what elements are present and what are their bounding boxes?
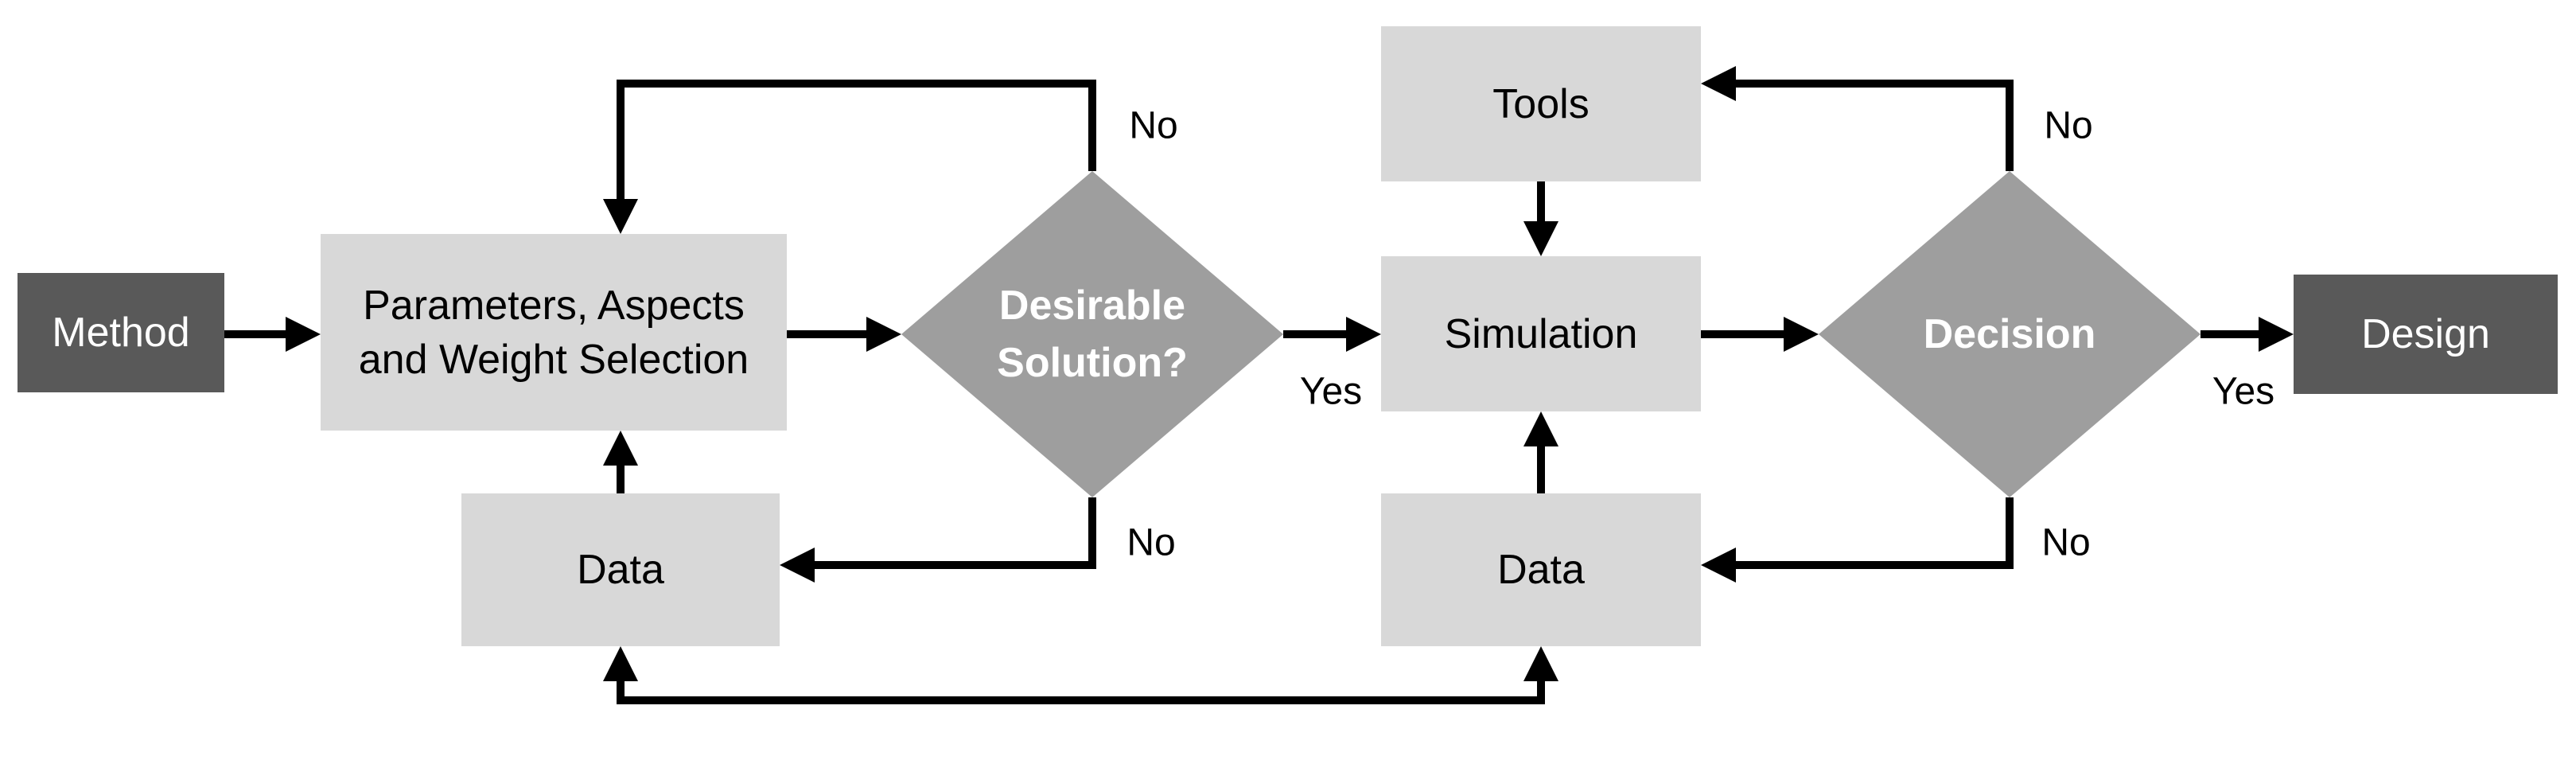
edge-bottom-connector-right-riser [1537, 678, 1545, 704]
edge-bottom-connector-line [617, 696, 1545, 704]
node-data-right-label: Data [1497, 547, 1585, 593]
edge-desirable-simulation-line [1283, 330, 1349, 338]
edge-decision-no-bottom-line [1736, 561, 2014, 569]
node-method: Method [18, 273, 224, 392]
node-desirable-label-line1: Desirable [998, 283, 1186, 329]
edge-desirable-no-bottom-arrowhead-icon [780, 548, 815, 583]
node-design: Design [2294, 275, 2558, 394]
edge-simulation-decision-arrowhead-icon [1784, 317, 1819, 352]
node-parameters-label-line2: and Weight Selection [358, 336, 749, 383]
edge-dataright-simulation-arrowhead-icon [1523, 411, 1558, 446]
label-desirable-yes: Yes [1299, 370, 1363, 413]
edge-desirable-no-top-riser [1088, 80, 1096, 171]
edge-parameters-desirable-line [787, 330, 870, 338]
node-tools: Tools [1381, 26, 1701, 181]
node-parameters: Parameters, Aspects and Weight Selection [321, 234, 787, 431]
node-parameters-label-line1: Parameters, Aspects [363, 282, 745, 329]
edge-desirable-no-bottom-drop [1088, 497, 1096, 569]
edge-desirable-no-top-drop [617, 80, 625, 202]
edge-dataleft-parameters-arrowhead-icon [603, 431, 638, 466]
edge-dataright-simulation-line [1537, 443, 1545, 493]
edge-decision-no-top-riser [2006, 80, 2014, 171]
node-tools-label: Tools [1492, 80, 1590, 127]
edge-bottom-connector-left-riser [617, 678, 625, 704]
edge-bottom-connector-left-arrowhead-icon [603, 646, 638, 681]
edge-parameters-desirable-arrowhead-icon [866, 317, 901, 352]
label-decision-yes: Yes [2212, 370, 2275, 413]
edge-desirable-no-top-line [617, 80, 1096, 88]
node-data-left: Data [461, 493, 780, 646]
edge-decision-design-line [2200, 330, 2262, 338]
label-desirable-no-bottom: No [1127, 521, 1176, 564]
node-method-label: Method [52, 310, 190, 356]
node-desirable-label-line2: Solution? [997, 340, 1188, 386]
edge-decision-no-top-arrowhead-icon [1701, 66, 1736, 101]
edge-method-parameters-line [224, 330, 289, 338]
node-data-left-label: Data [577, 547, 664, 593]
edge-desirable-no-bottom-line [815, 561, 1096, 569]
edge-tools-simulation-line [1537, 181, 1545, 224]
node-simulation-label: Simulation [1444, 310, 1638, 357]
edge-tools-simulation-arrowhead-icon [1523, 221, 1558, 256]
edge-dataleft-parameters-line [617, 462, 625, 493]
edge-decision-no-bottom-drop [2006, 497, 2014, 569]
label-desirable-no-top: No [1129, 104, 1178, 147]
edge-desirable-simulation-arrowhead-icon [1346, 317, 1381, 352]
edge-desirable-no-top-arrowhead-icon [603, 199, 638, 234]
node-data-right: Data [1381, 493, 1701, 646]
edge-method-parameters-arrowhead-icon [286, 317, 321, 352]
edge-bottom-connector-right-arrowhead-icon [1523, 646, 1558, 681]
node-design-label: Design [2361, 311, 2490, 357]
node-decision-label: Decision [1923, 311, 2096, 357]
node-desirable-solution: Desirable Solution? [901, 171, 1283, 497]
label-decision-no-bottom: No [2041, 521, 2091, 564]
edge-simulation-decision-line [1701, 330, 1787, 338]
label-decision-no-top: No [2044, 104, 2093, 147]
node-simulation: Simulation [1381, 256, 1701, 411]
edge-decision-design-arrowhead-icon [2259, 317, 2294, 352]
edge-decision-no-bottom-arrowhead-icon [1701, 548, 1736, 583]
edge-decision-no-top-line [1733, 80, 2014, 88]
node-decision: Decision [1819, 171, 2200, 497]
